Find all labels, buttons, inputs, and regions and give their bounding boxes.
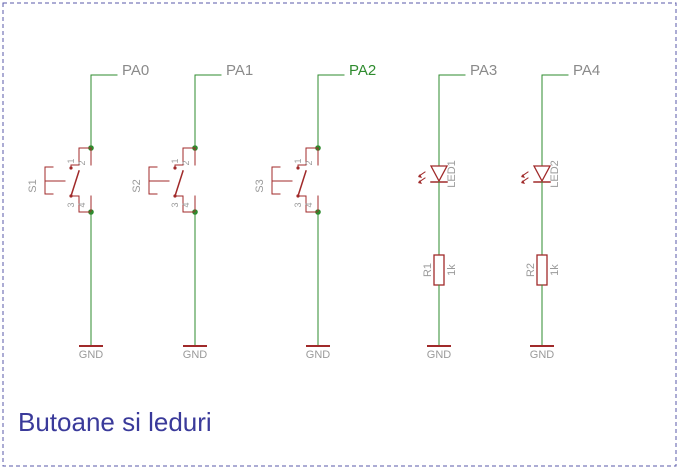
gnd-symbol: GND — [183, 345, 208, 361]
net-label-pa2: PA2 — [349, 62, 376, 79]
gnd-label: GND — [306, 349, 331, 361]
pin-number: 1 — [66, 158, 76, 163]
led-symbol — [532, 165, 552, 183]
switch-ref: S1 — [27, 179, 39, 192]
pin-number: 2 — [181, 160, 191, 165]
resistor-ref: R1 — [422, 263, 434, 277]
led-arrowhead — [418, 180, 422, 184]
pin-number: 1 — [293, 158, 303, 163]
switch-lever — [297, 170, 307, 197]
led-arrowhead — [521, 174, 525, 178]
gnd-label: GND — [79, 349, 104, 361]
switch-ref: S3 — [254, 179, 266, 192]
sheet-title: Butoane si leduri — [18, 407, 212, 437]
led-ref: LED1 — [446, 160, 458, 188]
pin-number: 2 — [77, 160, 87, 165]
pin-number: 3 — [170, 202, 180, 207]
pin-number: 4 — [77, 202, 87, 207]
pin-number: 1 — [170, 158, 180, 163]
switch-lever — [174, 170, 184, 197]
resistor-symbol — [433, 254, 445, 286]
led-arrowhead — [418, 174, 422, 178]
led-symbol — [429, 165, 449, 183]
switch-ref: S2 — [131, 179, 143, 192]
pin-number: 4 — [181, 202, 191, 207]
resistor-value: 1k — [549, 264, 561, 276]
gnd-label: GND — [183, 349, 208, 361]
net-label-pa4: PA4 — [573, 62, 600, 79]
resistor-value: 1k — [446, 264, 458, 276]
net-label-pa3: PA3 — [470, 62, 497, 79]
gnd-symbol: GND — [79, 345, 104, 361]
pin-number: 2 — [304, 160, 314, 165]
resistor-symbol — [536, 254, 548, 286]
resistor-ref: R2 — [525, 263, 537, 277]
pin-number: 3 — [293, 202, 303, 207]
gnd-label: GND — [427, 349, 452, 361]
gnd-symbol: GND — [306, 345, 331, 361]
gnd-symbol: GND — [427, 345, 452, 361]
gnd-symbol: GND — [530, 345, 555, 361]
net-label-pa1: PA1 — [226, 62, 253, 79]
pin-number: 4 — [304, 202, 314, 207]
led-arrowhead — [521, 180, 525, 184]
net-label-pa0: PA0 — [122, 62, 149, 79]
gnd-label: GND — [530, 349, 555, 361]
pin-number: 3 — [66, 202, 76, 207]
switch-lever — [70, 170, 80, 197]
led-ref: LED2 — [549, 160, 561, 188]
